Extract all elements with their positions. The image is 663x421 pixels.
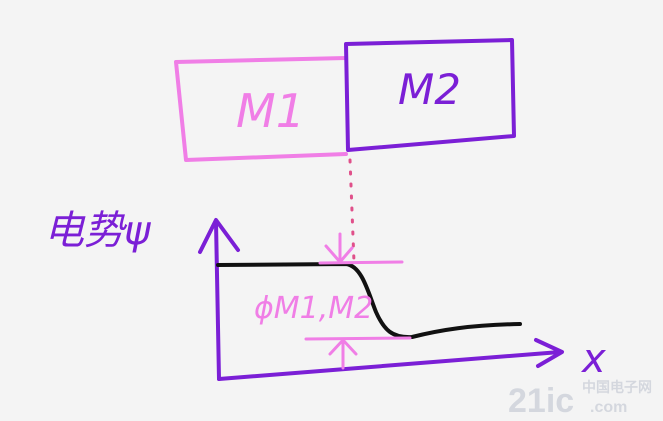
potential-curve: [216, 262, 522, 340]
y-axis-label: 电势ψ: [44, 208, 152, 254]
m1-block: M1: [174, 56, 348, 162]
lower-level-marker: [304, 336, 412, 370]
lower-level-line: [304, 336, 412, 341]
x-axis: [217, 350, 562, 381]
phi-m1-m2-label: ϕM1,M2: [254, 291, 373, 326]
y-axis-arrowhead: [198, 218, 240, 254]
axes: [198, 218, 564, 381]
lower-up-arrow: [328, 338, 358, 370]
m2-block-outline: [344, 38, 516, 152]
m1-label: M1: [236, 84, 305, 138]
m1-block-outline: [174, 56, 348, 162]
watermark-cn: 中国电子网: [582, 379, 652, 395]
interface-dotted-line: [348, 158, 356, 264]
x-axis-arrowhead: [534, 338, 564, 368]
watermark-url: .com: [590, 399, 627, 416]
m2-block: M2: [344, 38, 516, 152]
watermark: 21ic 中国电子网 .com: [508, 379, 652, 420]
upper-down-arrow: [324, 232, 354, 264]
y-axis: [214, 220, 221, 381]
watermark-brand: 21ic: [508, 382, 574, 420]
upper-level-marker: [318, 232, 404, 265]
upper-level-line: [318, 260, 404, 265]
x-axis-label: x: [580, 336, 606, 382]
m2-label: M2: [398, 65, 461, 114]
